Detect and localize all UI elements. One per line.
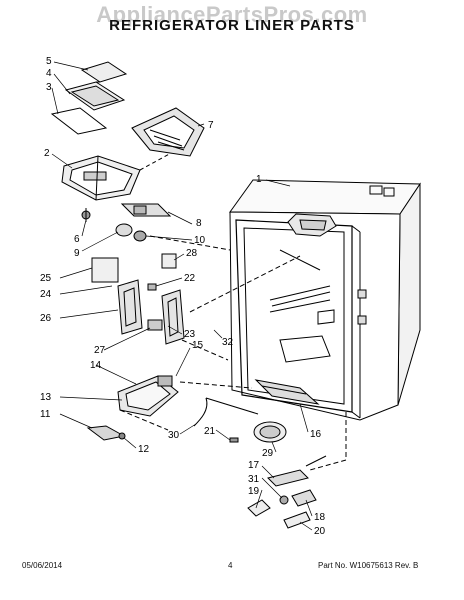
callout-23: 23 bbox=[184, 329, 196, 340]
part-hinge-23 bbox=[147, 289, 185, 345]
callout-20: 20 bbox=[314, 526, 326, 537]
assembly-guides bbox=[119, 235, 347, 471]
callout-31: 31 bbox=[248, 474, 260, 485]
callout-19: 19 bbox=[248, 486, 260, 497]
callout-5: 5 bbox=[46, 56, 52, 67]
callout-22: 22 bbox=[184, 273, 196, 284]
part-control-housing bbox=[61, 145, 185, 201]
callout-24: 24 bbox=[40, 289, 52, 300]
callout-4: 4 bbox=[46, 68, 52, 79]
callout-11: 11 bbox=[40, 409, 51, 420]
part-screw-12 bbox=[118, 432, 126, 440]
callout-10: 10 bbox=[194, 235, 206, 246]
footer-part-number: Part No. W10675613 Rev. B bbox=[318, 561, 419, 570]
part-bottom-support bbox=[254, 379, 320, 405]
part-screw-6 bbox=[81, 208, 91, 222]
callout-30: 30 bbox=[168, 430, 180, 441]
part-side-brackets bbox=[91, 253, 177, 291]
part-bulb-socket bbox=[115, 223, 147, 242]
callout-26: 26 bbox=[40, 313, 52, 324]
page-title: REFRIGERATOR LINER PARTS bbox=[109, 17, 355, 34]
part-lower-housing bbox=[86, 375, 179, 441]
callout-25: 25 bbox=[40, 273, 52, 284]
callout-1: 1 bbox=[256, 174, 262, 185]
part-upper-brackets bbox=[50, 61, 128, 135]
callout-13: 13 bbox=[40, 392, 52, 403]
callout-32: 32 bbox=[222, 337, 234, 348]
watermark: AppliancePartsPros.com bbox=[96, 2, 368, 27]
callout-9: 9 bbox=[74, 248, 80, 259]
callout-16: 16 bbox=[310, 429, 322, 440]
part-light-shield bbox=[131, 107, 205, 157]
callout-14: 14 bbox=[90, 360, 102, 371]
callout-21: 21 bbox=[204, 426, 216, 437]
callout-17: 17 bbox=[248, 460, 260, 471]
callout-28: 28 bbox=[186, 248, 198, 259]
callout-15: 15 bbox=[192, 340, 204, 351]
callout-12: 12 bbox=[138, 444, 150, 455]
callout-18: 18 bbox=[314, 512, 326, 523]
callout-27: 27 bbox=[94, 345, 106, 356]
callout-labels: 5 4 3 7 2 1 6 9 8 10 28 25 22 24 26 23 3… bbox=[40, 56, 326, 537]
part-screw-21 bbox=[229, 437, 239, 443]
callout-7: 7 bbox=[208, 120, 214, 131]
part-cable-30 bbox=[193, 397, 259, 427]
footer-date: 05/06/2014 bbox=[22, 561, 63, 570]
callout-3: 3 bbox=[46, 82, 52, 93]
footer-page-number: 4 bbox=[228, 561, 233, 570]
part-hinge-26 bbox=[117, 279, 143, 335]
part-bottom-assembly bbox=[247, 455, 327, 529]
callout-8: 8 bbox=[196, 218, 202, 229]
part-damper-29 bbox=[253, 421, 287, 443]
callout-29: 29 bbox=[262, 448, 274, 459]
part-bracket-8 bbox=[120, 203, 172, 217]
callout-2: 2 bbox=[44, 148, 50, 159]
leader-lines bbox=[51, 61, 313, 531]
callout-6: 6 bbox=[74, 234, 80, 245]
part-liner bbox=[229, 179, 421, 421]
